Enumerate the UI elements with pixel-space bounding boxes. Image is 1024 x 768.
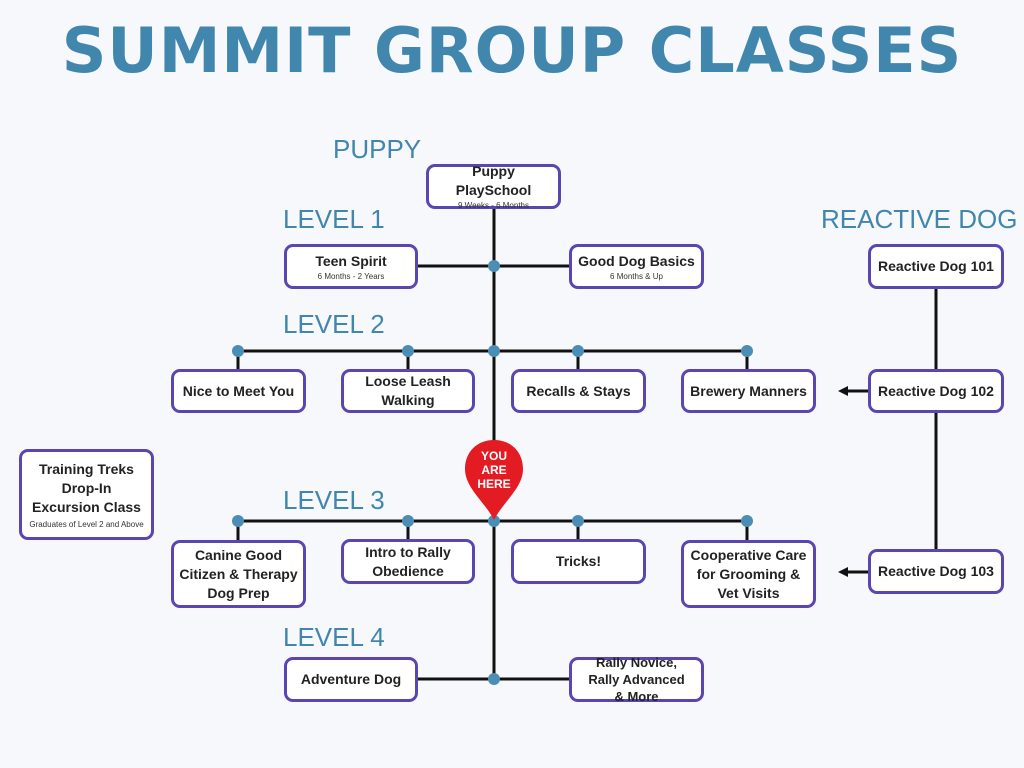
- junction-dot: [488, 515, 500, 527]
- junction-dot: [232, 515, 244, 527]
- level-label-2: LEVEL 2: [283, 309, 385, 339]
- level-label-puppy: PUPPY: [333, 134, 422, 164]
- class-box-rally-novice[interactable]: Rally Novice, Rally Advanced & More: [569, 655, 704, 704]
- class-eligibility: Graduates of Level 2 and Above: [29, 519, 144, 529]
- class-name: Teen Spirit: [315, 252, 387, 269]
- class-box-reactive-dog-102[interactable]: Reactive Dog 102: [868, 369, 1004, 413]
- level-label-reactive: REACTIVE DOG: [821, 204, 1018, 234]
- level-label-4: LEVEL 4: [283, 622, 385, 652]
- class-box-tricks[interactable]: Tricks!: [511, 539, 646, 584]
- class-name: Recalls & Stays: [526, 382, 631, 399]
- junction-dot: [488, 673, 500, 685]
- level-label-3: LEVEL 3: [283, 485, 385, 515]
- class-box-canine-good-citizen[interactable]: Canine Good Citizen & Therapy Dog Prep: [171, 540, 306, 608]
- junction-dot: [232, 345, 244, 357]
- class-name: Brewery Manners: [690, 382, 807, 399]
- class-name: Good Dog Basics: [578, 252, 695, 269]
- class-age-range: 6 Months - 2 Years: [317, 271, 385, 281]
- junction-dot: [572, 515, 584, 527]
- junction-dot: [402, 345, 414, 357]
- class-box-recalls-stays[interactable]: Recalls & Stays: [511, 369, 646, 413]
- class-name: Loose Leash Walking: [365, 373, 451, 408]
- junction-dot: [741, 345, 753, 357]
- class-name: Reactive Dog 101: [878, 258, 994, 274]
- junction-dot: [488, 345, 500, 357]
- class-box-intro-to-rally[interactable]: Intro to Rally Obedience: [341, 539, 475, 584]
- class-box-loose-leash-walking[interactable]: Loose Leash Walking: [341, 369, 475, 413]
- class-box-good-dog-basics[interactable]: Good Dog Basics 6 Months & Up: [569, 244, 704, 289]
- class-box-cooperative-care[interactable]: Cooperative Care for Grooming & Vet Visi…: [681, 540, 816, 608]
- class-name: Nice to Meet You: [182, 382, 295, 399]
- class-box-adventure-dog[interactable]: Adventure Dog: [284, 657, 418, 702]
- class-name: Reactive Dog 102: [878, 382, 994, 399]
- class-box-reactive-dog-103[interactable]: Reactive Dog 103: [868, 549, 1004, 594]
- class-box-reactive-dog-101[interactable]: Reactive Dog 101: [868, 244, 1004, 289]
- class-age-range: 6 Months & Up: [610, 271, 663, 281]
- class-age-range: 9 Weeks - 6 Months: [458, 201, 529, 210]
- class-name: Puppy PlaySchool: [455, 163, 532, 198]
- class-name: Training Treks Drop-In Excursion Class: [32, 460, 141, 515]
- level-label-1: LEVEL 1: [283, 204, 385, 234]
- junction-dot: [572, 345, 584, 357]
- junction-dot: [741, 515, 753, 527]
- class-name: Tricks!: [555, 553, 602, 569]
- class-name: Reactive Dog 103: [878, 563, 994, 579]
- class-box-nice-to-meet-you[interactable]: Nice to Meet You: [171, 369, 306, 413]
- class-name: Adventure Dog: [300, 671, 402, 687]
- junction-dot: [402, 515, 414, 527]
- class-box-teen-spirit[interactable]: Teen Spirit 6 Months - 2 Years: [284, 244, 418, 289]
- page-title: SUMMIT GROUP CLASSES: [61, 14, 963, 87]
- class-name: Rally Novice, Rally Advanced & More: [588, 655, 685, 704]
- class-box-training-treks[interactable]: Training Treks Drop-In Excursion Class G…: [19, 449, 154, 540]
- class-box-brewery-manners[interactable]: Brewery Manners: [681, 369, 816, 413]
- class-name: Intro to Rally Obedience: [365, 543, 451, 579]
- class-name: Cooperative Care for Grooming & Vet Visi…: [690, 546, 807, 601]
- junction-dot: [488, 260, 500, 272]
- class-box-puppy-playschool[interactable]: Puppy PlaySchool 9 Weeks - 6 Months: [426, 163, 561, 210]
- class-name: Canine Good Citizen & Therapy Dog Prep: [179, 546, 298, 601]
